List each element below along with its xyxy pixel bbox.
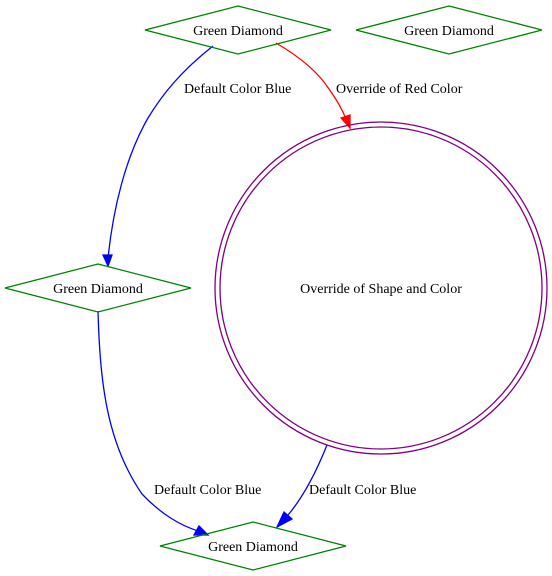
- node-top-diamond-label: Green Diamond: [193, 24, 283, 39]
- node-override-circle-label: Override of Shape and Color: [300, 282, 462, 297]
- edge-circle-to-bottom: Default Color Blue: [275, 444, 416, 529]
- node-bottom-diamond-label: Green Diamond: [208, 540, 298, 555]
- node-override-circle[interactable]: Override of Shape and Color: [214, 121, 548, 455]
- node-middle-diamond[interactable]: Green Diamond: [4, 263, 192, 313]
- edge-top-to-circle: Override of Red Color: [275, 42, 463, 130]
- edge-middle-to-bottom-label: Default Color Blue: [154, 483, 261, 498]
- node-top-right-diamond-label: Green Diamond: [404, 24, 494, 39]
- edge-top-to-middle-line: [107, 45, 214, 259]
- edge-middle-to-bottom-line: [97, 310, 199, 532]
- node-middle-diamond-label: Green Diamond: [53, 282, 143, 297]
- node-bottom-diamond[interactable]: Green Diamond: [159, 521, 347, 571]
- node-bottom-diamond-shape: [159, 521, 347, 571]
- node-middle-diamond-shape: [4, 263, 192, 313]
- edge-top-to-circle-line: [275, 42, 347, 120]
- node-top-right-diamond-shape: [355, 5, 543, 55]
- edge-top-to-middle-arrowhead: [101, 254, 113, 268]
- edge-circle-to-bottom-line: [287, 444, 328, 516]
- edge-circle-to-bottom-label: Default Color Blue: [309, 483, 416, 498]
- edge-middle-to-bottom: Default Color Blue: [97, 310, 261, 536]
- node-override-circle-inner: [219, 126, 543, 450]
- node-top-right-diamond[interactable]: Green Diamond: [355, 5, 543, 55]
- edge-top-to-circle-label: Override of Red Color: [336, 82, 463, 97]
- edge-top-to-middle-label: Default Color Blue: [184, 82, 291, 97]
- node-top-diamond[interactable]: Green Diamond: [144, 5, 332, 55]
- edge-circle-to-bottom-arrowhead: [275, 510, 294, 529]
- node-override-circle-outer: [214, 121, 548, 455]
- node-top-diamond-shape: [144, 5, 332, 55]
- edge-top-to-middle: Default Color Blue: [101, 45, 291, 268]
